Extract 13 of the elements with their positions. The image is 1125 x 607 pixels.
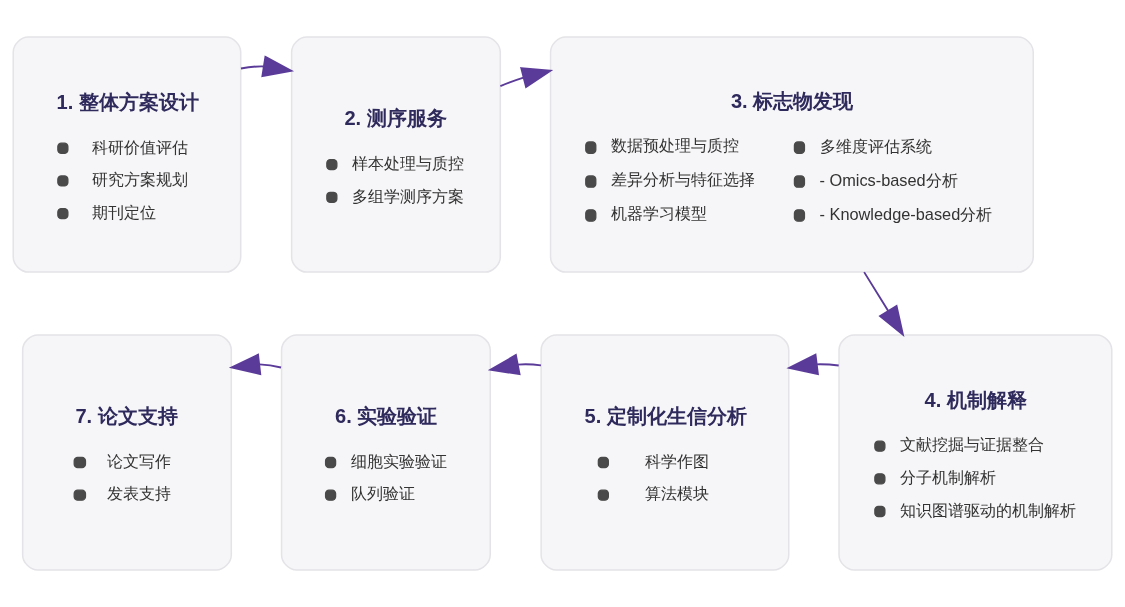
node-box: 4. 机制解释 文献挖掘与证据整合 分子机制解析 知识图谱驱动的机制解析	[838, 334, 1113, 571]
arrow	[228, 353, 282, 376]
node-box: 1. 整体方案设计 科研价值评估 研究方案规划 期刊定位	[12, 36, 242, 273]
arrow	[240, 55, 295, 78]
arrow	[786, 353, 840, 376]
node-box: 2. 测序服务 样本处理与质控 多组学测序方案	[290, 36, 502, 273]
node-box: 3. 标志物发现 数据预处理与质控 多维度评估系统 差异分析与特征选择 - Omics-based分析 机器学习模型 - Knowledge-based分析	[549, 36, 1034, 273]
arrow	[487, 353, 542, 376]
node-box: 6. 实验验证 细胞实验验证 队列验证	[280, 334, 491, 571]
arrow	[499, 67, 554, 89]
node-box: 5. 定制化生信分析 科学作图 算法模块	[540, 334, 790, 571]
node-box: 7. 论文支持 论文写作 发表支持	[21, 334, 233, 571]
arrow	[863, 271, 905, 337]
